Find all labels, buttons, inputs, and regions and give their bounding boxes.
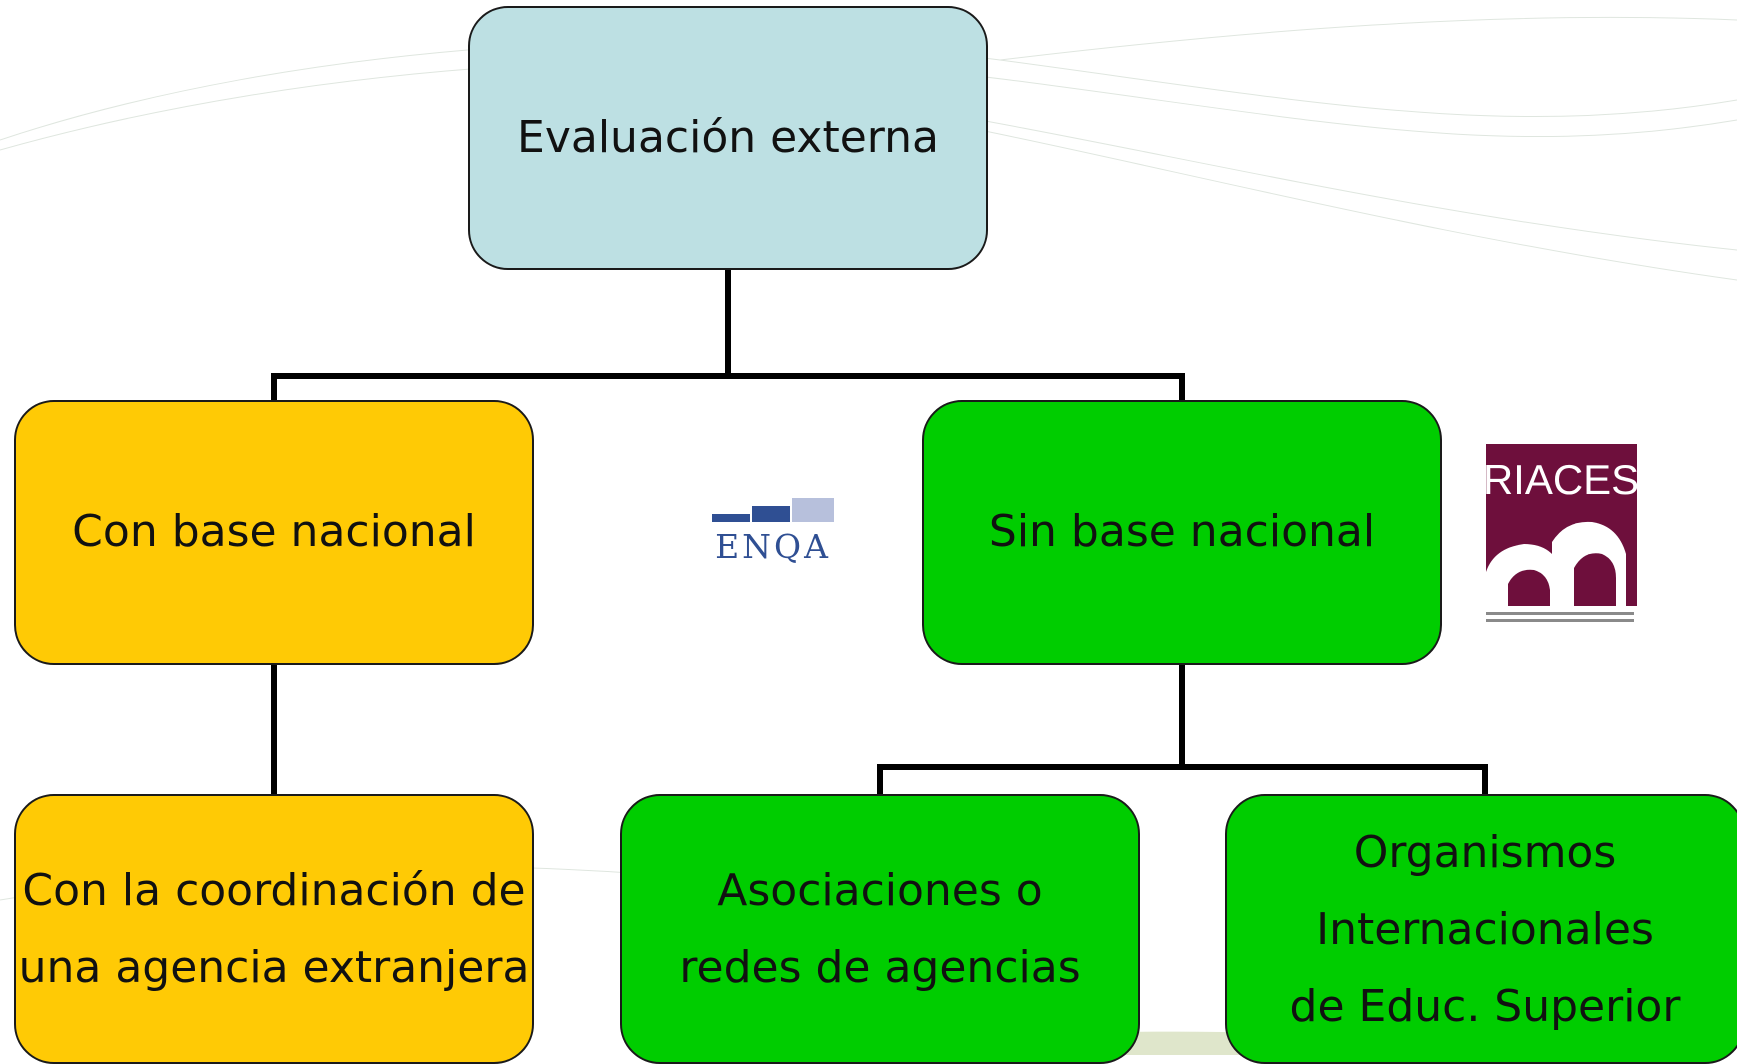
riaces-logo-text: RIACES: [1484, 456, 1639, 503]
enqa-logo: ENQA: [712, 498, 834, 566]
node-con-base-nacional: Con base nacional: [14, 400, 534, 665]
node-organismos-internacionales: Organismos Internacionales de Educ. Supe…: [1225, 794, 1737, 1064]
enqa-logo-text: ENQA: [715, 527, 831, 566]
node-label: Asociaciones o redes de agencias: [679, 865, 1081, 993]
node-label: Sin base nacional: [988, 506, 1376, 558]
node-evaluacion-externa: Evaluación externa: [468, 6, 988, 270]
node-coordinacion-agencia-extranjera: Con la coordinación de una agencia extra…: [14, 794, 534, 1064]
node-label: Evaluación externa: [517, 111, 939, 163]
node-label: Con la coordinación de una agencia extra…: [18, 865, 530, 993]
node-sin-base-nacional: Sin base nacional: [922, 400, 1442, 665]
node-label: Con base nacional: [72, 506, 476, 558]
node-label: Organismos Internacionales de Educ. Supe…: [1289, 826, 1681, 1032]
node-asociaciones-redes: Asociaciones o redes de agencias: [620, 794, 1140, 1064]
riaces-logo: RIACES: [1484, 444, 1639, 622]
